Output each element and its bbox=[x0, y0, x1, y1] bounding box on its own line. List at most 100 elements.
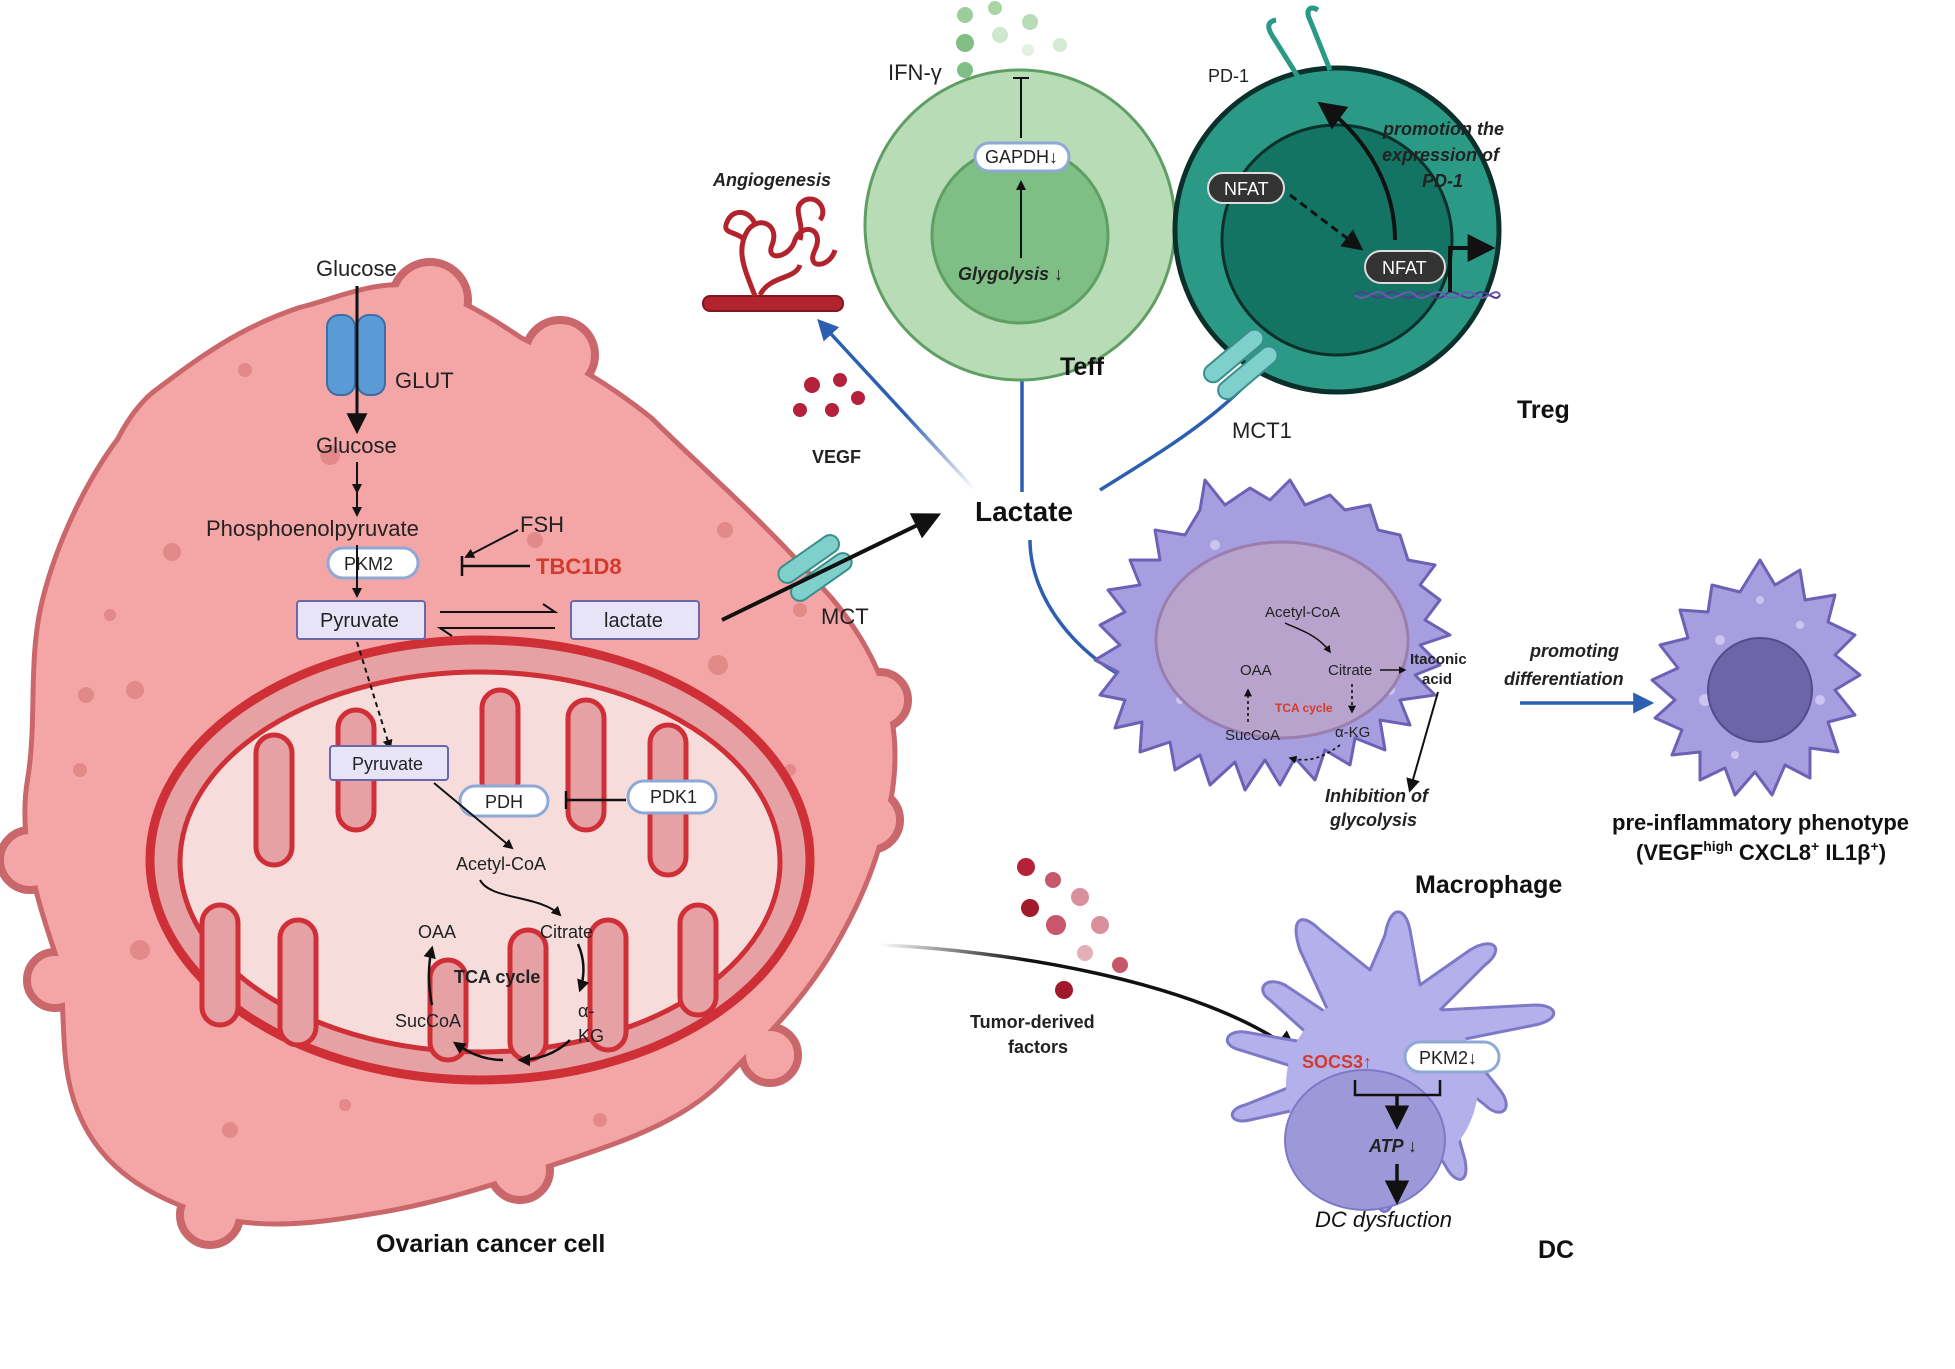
mito-acetyl-coa-label: Acetyl-CoA bbox=[456, 854, 546, 874]
crista bbox=[677, 902, 719, 1018]
tumor-derived-particles bbox=[1017, 858, 1128, 999]
lactate-center-label: Lactate bbox=[975, 496, 1073, 527]
proinflammatory-vesicles bbox=[1699, 596, 1825, 759]
mito-akg-label-1: α- bbox=[578, 1001, 594, 1021]
pdh-label: PDH bbox=[485, 792, 523, 812]
nfat-translocation-arrow bbox=[1289, 193, 1364, 251]
dendritic-cell: SOCS3↑ PKM2↓ ATP ↓ DC dysfuction DC bbox=[1226, 910, 1574, 1264]
mito-pyruvate-label: Pyruvate bbox=[352, 754, 423, 774]
mct-label: MCT bbox=[821, 604, 869, 629]
gapdh-box: GAPDH↓ bbox=[973, 141, 1071, 173]
fsh-label: FSH bbox=[520, 512, 564, 537]
pd1-receptors bbox=[1266, 5, 1333, 82]
dc-atp-label: ATP ↓ bbox=[1368, 1136, 1417, 1156]
glut-label: GLUT bbox=[395, 368, 454, 393]
mito-succoa-label: SucCoA bbox=[395, 1011, 461, 1031]
mac-acetyl-arrow bbox=[1284, 622, 1331, 654]
mac-inhibit-label-2: glycolysis bbox=[1329, 810, 1417, 830]
pdk1-label: PDK1 bbox=[650, 787, 697, 807]
lactate-label: lactate bbox=[604, 610, 663, 632]
crista bbox=[253, 732, 295, 868]
mct1-transporter bbox=[1203, 328, 1279, 401]
gapdh-label: GAPDH↓ bbox=[985, 147, 1058, 167]
mac-tca-label: TCA cycle bbox=[1275, 701, 1333, 715]
pyruvate-label: Pyruvate bbox=[320, 610, 399, 632]
treg-name-label: Treg bbox=[1517, 396, 1570, 424]
pep-label: Phosphoenolpyruvate bbox=[206, 516, 419, 541]
crista bbox=[427, 957, 469, 1063]
glucose-outside-label: Glucose bbox=[316, 256, 397, 281]
phenotype-label-2: (VEGFhigh CXCL8+ IL1β+) bbox=[1636, 838, 1886, 865]
promo-text-1: promotion the bbox=[1382, 119, 1504, 139]
pyruvate-to-acetyl-arrow bbox=[433, 782, 514, 850]
crista bbox=[199, 902, 241, 1028]
mac-akg-label: α-KG bbox=[1335, 724, 1370, 741]
crista bbox=[507, 927, 549, 1063]
pdh-box: PDH bbox=[458, 784, 550, 818]
transcription-start-arrow bbox=[1448, 234, 1496, 292]
mac-inhibit-label-1: Inhibition of bbox=[1325, 786, 1430, 806]
tca-cycle-arrows bbox=[423, 943, 590, 1067]
nfat-cyto-label: NFAT bbox=[1224, 179, 1269, 199]
itaconic-label-1: Itaconic bbox=[1410, 651, 1467, 668]
tumor-factors-arrow bbox=[879, 943, 1299, 1055]
mac-oaa-label: OAA bbox=[1240, 662, 1272, 679]
pd1-expression-arrow bbox=[1317, 101, 1397, 241]
mito-pyruvate-box: Pyruvate bbox=[329, 745, 449, 781]
crista bbox=[587, 917, 629, 1053]
dc-pkm2-box: PKM2↓ bbox=[1403, 1040, 1501, 1074]
crista bbox=[565, 697, 607, 833]
pdk1-box: PDK1 bbox=[626, 779, 718, 815]
itaconic-inhibit-arrow bbox=[1406, 691, 1439, 793]
mito-citrate-label: Citrate bbox=[540, 922, 593, 942]
mac-tca-arrows bbox=[1244, 684, 1356, 764]
angiogenesis-label: Angiogenesis bbox=[712, 170, 831, 190]
phenotype-label-1: pre-inflammatory phenotype bbox=[1612, 810, 1909, 835]
teff-name-label: Teff bbox=[1060, 353, 1105, 381]
crista bbox=[479, 687, 521, 803]
acetyl-to-citrate-arrow bbox=[479, 879, 562, 917]
mito-oaa-label: OAA bbox=[418, 922, 456, 942]
pyruvate-import-arrow bbox=[356, 641, 393, 750]
lactate-to-angiogenesis-arrow bbox=[817, 318, 977, 492]
vegf-label: VEGF bbox=[812, 447, 861, 467]
dc-pkm2-label: PKM2↓ bbox=[1419, 1048, 1477, 1068]
mct1-label: MCT1 bbox=[1232, 418, 1292, 443]
itaconic-label-2: acid bbox=[1422, 671, 1452, 688]
promo-text-2: expression of bbox=[1382, 145, 1501, 165]
ifn-gamma-particles bbox=[956, 1, 1067, 78]
fsh-arrow bbox=[464, 529, 519, 558]
teff-glycolysis-label: Glygolysis ↓ bbox=[958, 264, 1063, 284]
tumor-factors-label-2: factors bbox=[1008, 1037, 1068, 1057]
pd1-label: PD-1 bbox=[1208, 66, 1249, 86]
glucose-inside-label: Glucose bbox=[316, 433, 397, 458]
tumor-factors-label-1: Tumor-derived bbox=[970, 1012, 1095, 1032]
crista bbox=[277, 917, 319, 1048]
macrophage-name-label: Macrophage bbox=[1415, 871, 1562, 899]
dna-strand bbox=[1354, 291, 1501, 299]
blood-vessel-icon bbox=[702, 196, 844, 312]
teff-cell: IFN-γ GAPDH↓ Glygolysis ↓ Teff bbox=[863, 1, 1177, 382]
mito-tca-label: TCA cycle bbox=[454, 967, 540, 987]
pkm2-label: PKM2 bbox=[344, 554, 393, 574]
nfat-nucleus: NFAT bbox=[1364, 250, 1446, 284]
dc-name-label: DC bbox=[1538, 1236, 1574, 1264]
promoting-label-1: promoting bbox=[1529, 641, 1619, 661]
mito-akg-label-2: KG bbox=[578, 1026, 604, 1046]
nfat-cytoplasm: NFAT bbox=[1207, 172, 1285, 204]
treg-cell: PD-1 promotion the expression of PD-1 NF… bbox=[1172, 5, 1570, 443]
mac-citrate-label: Citrate bbox=[1328, 662, 1372, 679]
nfat-nuc-label: NFAT bbox=[1382, 258, 1427, 278]
pyruvate-box: Pyruvate bbox=[296, 600, 426, 640]
promoting-label-2: differentiation bbox=[1504, 669, 1624, 689]
glut-transporter bbox=[326, 314, 386, 396]
proinflammatory-macrophage: pre-inflammatory phenotype (VEGFhigh CXC… bbox=[1612, 558, 1909, 865]
promo-text-3: PD-1 bbox=[1422, 171, 1463, 191]
lactate-box: lactate bbox=[570, 600, 700, 640]
ifn-gamma-label: IFN-γ bbox=[888, 60, 942, 85]
macrophage-cell: Acetyl-CoA OAA Citrate Itaconic acid TCA… bbox=[1093, 478, 1562, 899]
equilibrium-arrows bbox=[436, 603, 559, 637]
lactate-export-arrow bbox=[721, 513, 942, 622]
mac-acetyl-coa-label: Acetyl-CoA bbox=[1265, 604, 1340, 621]
